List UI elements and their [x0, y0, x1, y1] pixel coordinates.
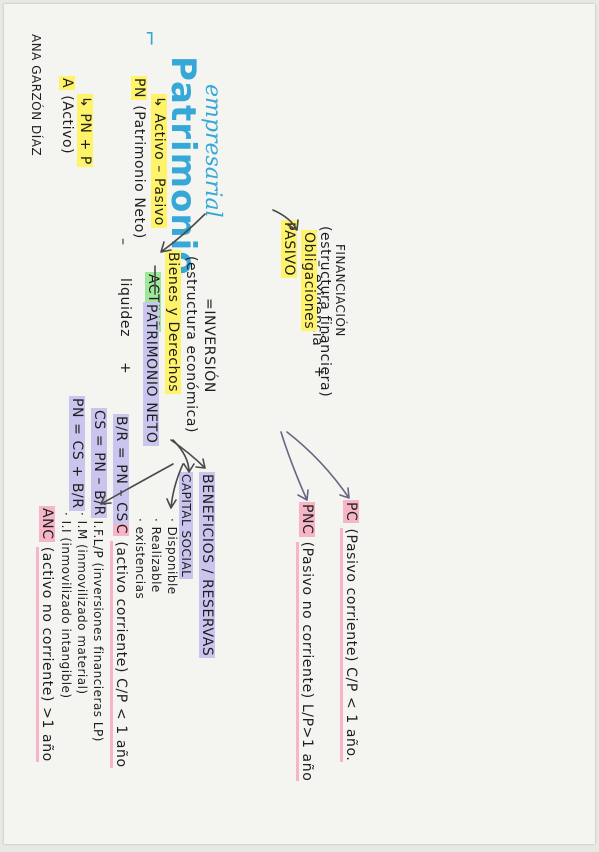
diagram-arrows — [100, 209, 350, 509]
arrow-to-pc — [286, 431, 350, 499]
arrow-to-ac — [166, 463, 184, 509]
arrow-to-pasivo — [272, 209, 299, 231]
arrow-to-anc — [100, 463, 174, 505]
arrow-to-beneficios — [170, 439, 206, 469]
notebook-page: ANA GARZÓN DÍAZ ⌐ Patrimonio empresarial… — [4, 4, 595, 844]
arrow-to-pnc — [280, 431, 309, 501]
arrow-to-activo — [160, 213, 206, 253]
rotated-notes-canvas: ANA GARZÓN DÍAZ ⌐ Patrimonio empresarial… — [4, 4, 599, 852]
